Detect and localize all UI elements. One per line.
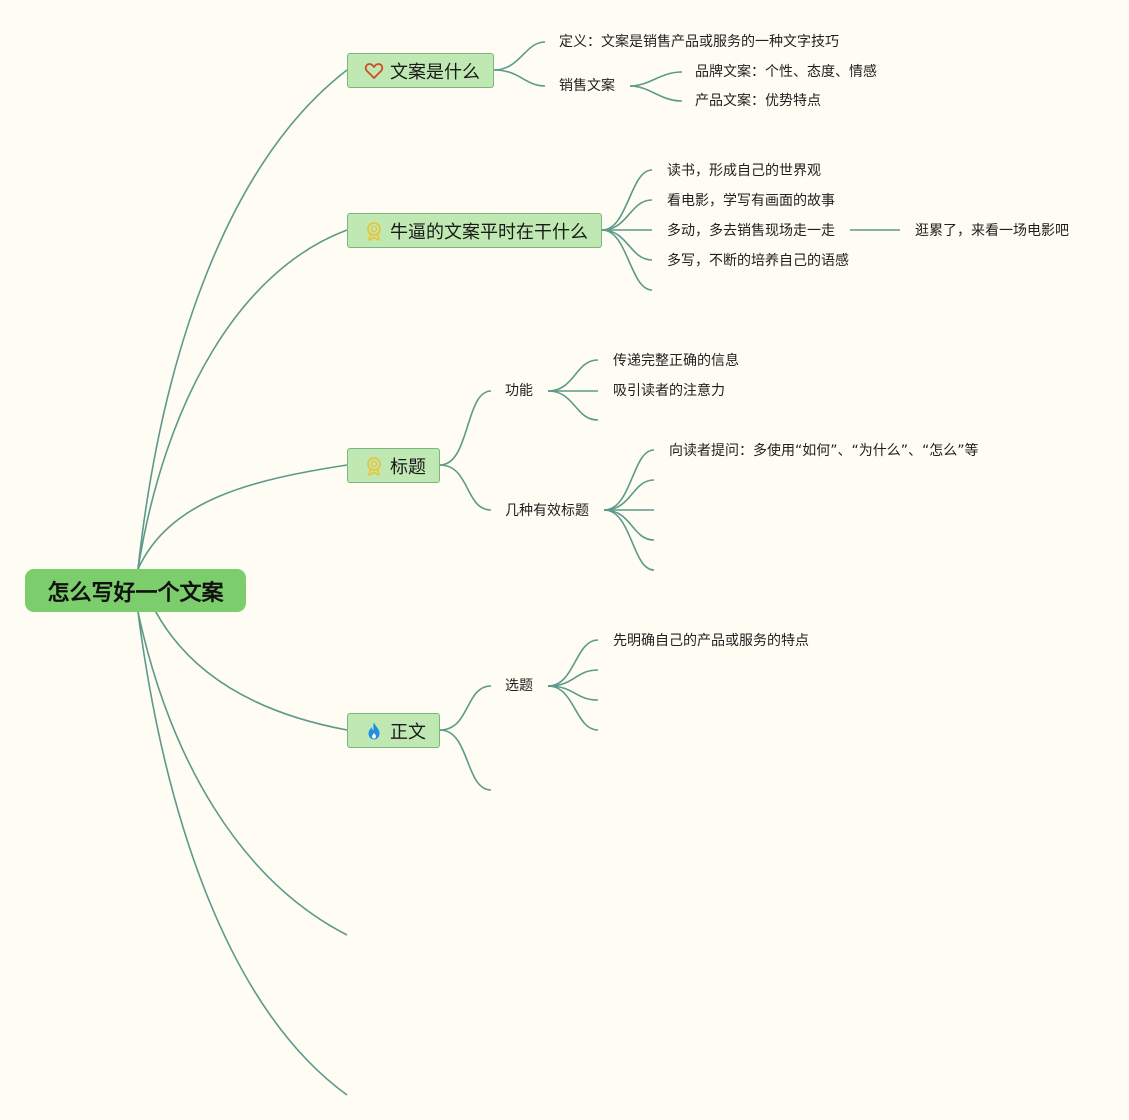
- link-function-1: [547, 359, 599, 392]
- link-topic-1: [547, 639, 599, 687]
- topic-label: 文案是什么: [390, 61, 480, 83]
- topic-label: 牛逼的文案平时在干什么: [390, 221, 588, 243]
- link-topic-4: [547, 685, 599, 731]
- flame-icon: [364, 721, 384, 741]
- subtopic-function[interactable]: 功能: [505, 383, 533, 399]
- subtopic-attract-attention[interactable]: 吸引读者的注意力: [613, 383, 725, 399]
- link-effective-5: [603, 509, 655, 571]
- link-t2-item-1: [601, 169, 653, 231]
- subtopic-ask-questions[interactable]: 向读者提问：多使用“如何”、“为什么”、“怎么”等: [669, 443, 979, 459]
- link-root-topic-2: [137, 229, 348, 570]
- link-t3-effective: [439, 464, 492, 511]
- link-effective-2: [603, 479, 655, 511]
- link-function-3: [547, 390, 599, 421]
- link-root-branch-5: [137, 611, 348, 936]
- root-topic-label: 怎么写好一个文案: [47, 580, 224, 606]
- link-sales-product: [629, 85, 683, 102]
- medal-icon: [364, 456, 384, 476]
- link-sales-brand: [629, 71, 683, 87]
- subtopic-watch-movie[interactable]: 逛累了，来看一场电影吧: [915, 223, 1069, 239]
- topic-headline[interactable]: 标题: [347, 448, 440, 483]
- link-t4-branch-2: [439, 729, 492, 791]
- subtopic-sales-copy[interactable]: 销售文案: [559, 78, 615, 94]
- subtopic-convey-info[interactable]: 传递完整正确的信息: [613, 353, 739, 369]
- subtopic-product-features[interactable]: 先明确自己的产品或服务的特点: [613, 633, 809, 649]
- link-root-topic-1: [137, 69, 348, 570]
- link-t3-function: [439, 390, 492, 466]
- topic-what-is-copywriting[interactable]: 文案是什么: [347, 53, 494, 88]
- link-effective-1: [603, 449, 655, 511]
- subtopic-visit-sales-site[interactable]: 多动，多去销售现场走一走: [667, 223, 835, 239]
- subtopic-reading[interactable]: 读书，形成自己的世界观: [667, 163, 821, 179]
- link-t4-topic: [439, 685, 492, 731]
- topic-label: 正文: [390, 721, 426, 743]
- link-root-branch-6: [137, 611, 348, 1096]
- root-topic[interactable]: 怎么写好一个文案: [25, 569, 246, 612]
- subtopic-brand-copy[interactable]: 品牌文案：个性、态度、情感: [695, 64, 877, 80]
- subtopic-movies[interactable]: 看电影，学写有画面的故事: [667, 193, 835, 209]
- subtopic-product-copy[interactable]: 产品文案：优势特点: [695, 93, 821, 109]
- subtopic-definition[interactable]: 定义：文案是销售产品或服务的一种文字技巧: [559, 34, 839, 50]
- subtopic-topic-selection[interactable]: 选题: [505, 678, 533, 694]
- link-topic-2: [547, 669, 599, 687]
- heart-icon: [364, 61, 384, 81]
- link-t1-sales: [493, 69, 546, 87]
- subtopic-effective-headlines[interactable]: 几种有效标题: [505, 503, 589, 519]
- topic-label: 标题: [390, 456, 426, 478]
- medal-icon: [364, 221, 384, 241]
- topic-great-copywriters[interactable]: 牛逼的文案平时在干什么: [347, 213, 602, 248]
- link-t2-item-5: [601, 229, 653, 291]
- link-root-topic-3: [137, 464, 348, 570]
- topic-body-text[interactable]: 正文: [347, 713, 440, 748]
- subtopic-write-more[interactable]: 多写，不断的培养自己的语感: [667, 253, 849, 269]
- link-t1-definition: [493, 41, 546, 71]
- link-t2-item-2: [601, 199, 653, 231]
